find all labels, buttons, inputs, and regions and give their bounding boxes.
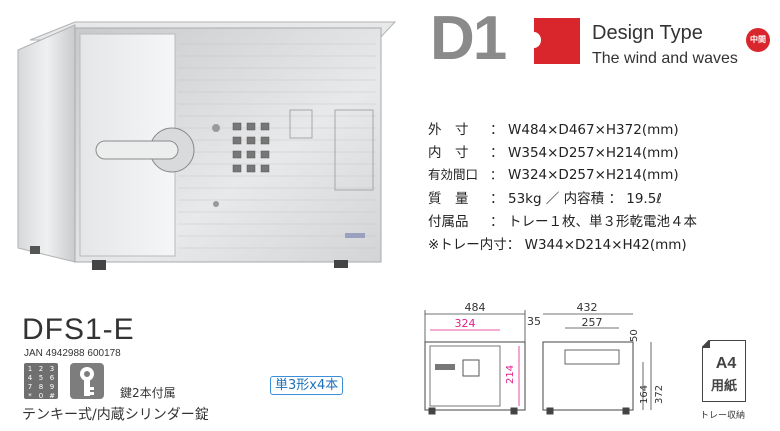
- side-inner-depth-label: 257: [582, 316, 603, 329]
- keypad-digit: 1: [28, 365, 32, 373]
- front-width-label: 484: [465, 301, 486, 314]
- keypad-digit: 4: [28, 374, 33, 382]
- spec-colon: ：: [490, 214, 504, 230]
- safe-product-image: [17, 21, 397, 270]
- spec-row: 内 寸 ：W354×D257×H214(mm): [428, 141, 679, 161]
- side-depth-label: 432: [577, 301, 598, 314]
- spec-colon: ：: [490, 191, 504, 207]
- keypad-digit: 8: [39, 383, 43, 391]
- spec-label: 付属品: [428, 214, 469, 230]
- keypad-digit: #: [49, 392, 55, 399]
- spec-value: W324×D257×H214(mm): [508, 167, 679, 183]
- design-label: Design Type: [592, 22, 703, 44]
- keys-included-label: 鍵2本付属: [120, 386, 176, 400]
- spec-colon: ：: [490, 167, 503, 182]
- model-number: DFS1-E: [22, 313, 135, 346]
- spec-label: 外 寸: [428, 122, 469, 138]
- keypad-digit: 9: [50, 383, 54, 391]
- keypad-digit: *: [28, 392, 32, 399]
- brand-mark: [527, 18, 580, 64]
- a4-paper-label: 用紙: [710, 378, 737, 394]
- spec-colon: ：: [490, 145, 504, 161]
- spec-colon: ：: [490, 122, 504, 138]
- keypad-digit: 0: [39, 392, 43, 399]
- keypad-digit: 7: [28, 383, 32, 391]
- spec-label: 内 寸: [428, 145, 469, 161]
- spec-value: W354×D257×H214(mm): [508, 145, 679, 161]
- keypad-digit: 3: [50, 365, 54, 373]
- brand-mark-notch: [527, 32, 541, 48]
- tray-note: ※トレー内寸： W344×D214×H42(mm): [428, 237, 687, 253]
- key-icon: [70, 363, 104, 399]
- lock-type-description: テンキー式/内蔵シリンダー錠: [22, 407, 209, 423]
- spec-value: W484×D467×H372(mm): [508, 122, 679, 138]
- inner-height-label: 214: [505, 365, 516, 384]
- keypad-digit: 6: [50, 374, 55, 382]
- keypad-digit: 5: [39, 374, 43, 382]
- design-name: The wind and waves: [592, 50, 738, 67]
- numeric-keypad-icon: 1 2 3 4 5 6 7 8 9 * 0 #: [24, 363, 58, 399]
- series-code: D1: [430, 4, 507, 73]
- spec-label: 質 量: [428, 191, 469, 207]
- side-view: [542, 341, 634, 415]
- spec-value: 53kg ／ 内容積 ： 19.5ℓ: [508, 191, 662, 207]
- spec-row: 有効間口 ： W324×D257×H214(mm): [428, 164, 679, 183]
- seal-icon: 中間: [746, 28, 770, 52]
- battery-badge: 単3形x4本: [270, 376, 344, 395]
- a4-size-label: A4: [716, 355, 737, 372]
- spec-row: 付属品 ：トレー１枚、単３形乾電池４本: [428, 210, 697, 230]
- dimension-diagram: 484 324 35 214 432 257 50 164 372: [424, 301, 665, 415]
- spec-value: トレー１枚、単３形乾電池４本: [508, 214, 697, 230]
- top-margin-label: 35: [527, 315, 541, 328]
- handle-icon: [95, 127, 195, 173]
- spec-label: 有効間口: [428, 167, 479, 182]
- side-inner-height-label: 164: [639, 385, 650, 404]
- front-inner-width-label: 324: [455, 317, 476, 330]
- spec-row: 質 量 ：53kg ／ 内容積 ： 19.5ℓ: [428, 187, 662, 207]
- keypad-digit: 2: [39, 365, 43, 373]
- front-view: [424, 341, 526, 415]
- a4-paper-icon: A4 用紙: [702, 340, 746, 402]
- spec-row: 外 寸 ：W484×D467×H372(mm): [428, 118, 679, 138]
- tray-storage-caption: トレー収納: [700, 411, 746, 421]
- total-height-label: 372: [654, 385, 665, 404]
- keypad-icon: [232, 122, 270, 173]
- jan-code: JAN 4942988 600178: [24, 348, 121, 359]
- side-top-label: 50: [629, 329, 640, 342]
